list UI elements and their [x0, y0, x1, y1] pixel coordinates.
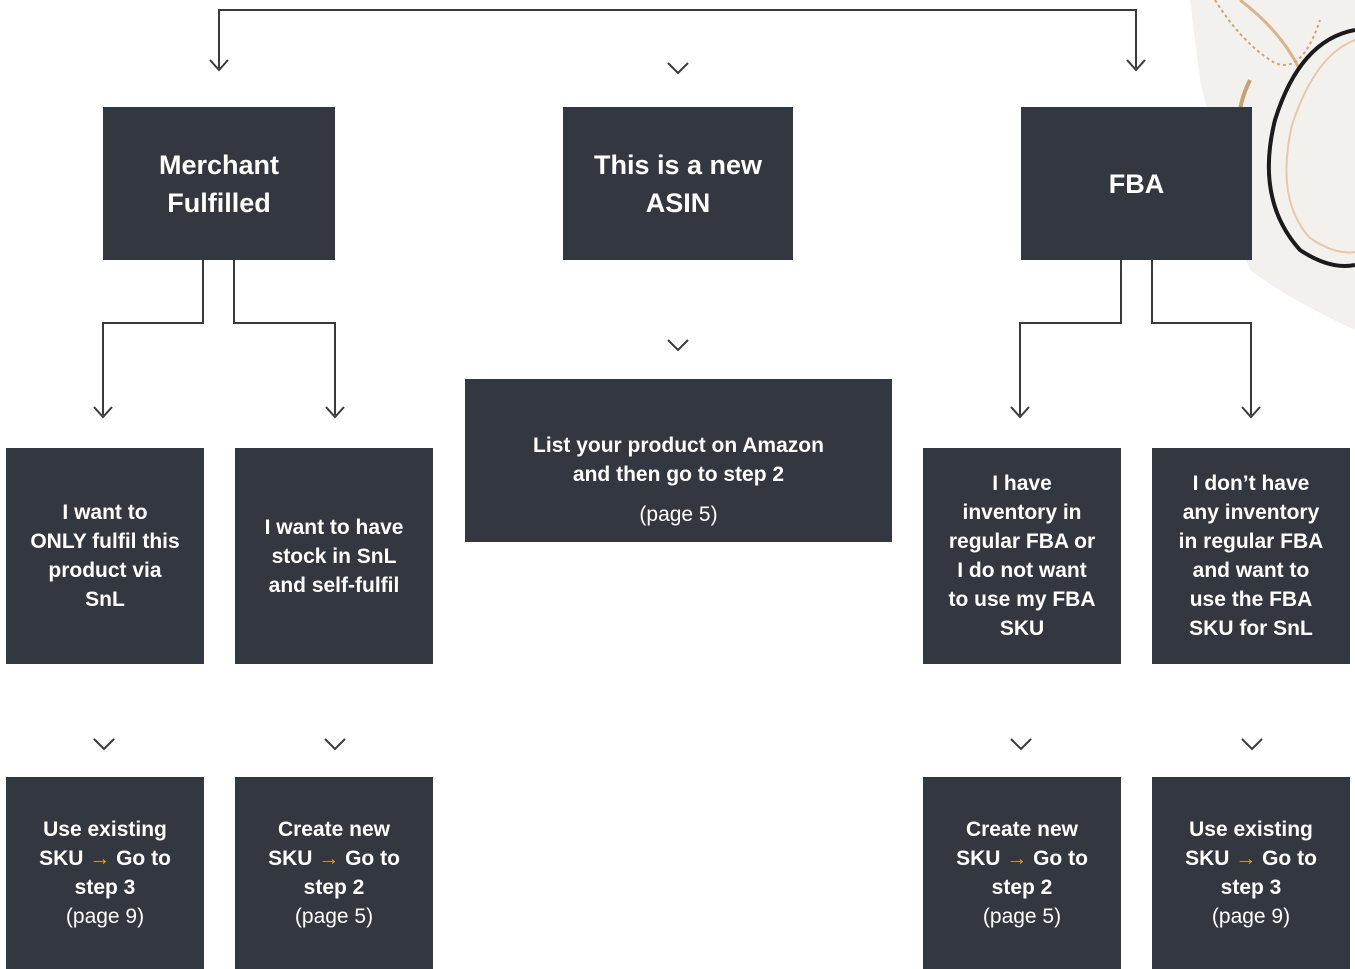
no-inventory-box: I don’t have any inventory in regular FB… — [1152, 448, 1350, 664]
list-product-label: List your product on Amazon and then go … — [533, 434, 824, 486]
step-line-3: step 3 — [1220, 876, 1282, 899]
step-line-3: step 3 — [74, 876, 136, 899]
page-ref: (page 5) — [982, 905, 1062, 928]
create-new-sku-box-fba: Create new SKU → Go to step 2 (page 5) — [923, 777, 1121, 969]
page-ref: (page 5) — [294, 905, 374, 928]
use-existing-sku-box-merchant: Use existing SKU → Go to step 3 (page 9) — [6, 777, 204, 969]
merchant-fulfilled-box: Merchant Fulfilled — [103, 107, 335, 260]
go-to-text: Go to — [345, 847, 400, 870]
list-product-page: (page 5) — [639, 503, 718, 526]
step-line-1: Create new — [277, 818, 391, 841]
go-to-text: Go to — [1033, 847, 1088, 870]
chevron-down-icon — [93, 62, 1263, 751]
fba-label: FBA — [1108, 168, 1165, 199]
sku-text: SKU — [39, 847, 84, 870]
fba-box: FBA — [1021, 107, 1252, 260]
only-snl-box: I want to ONLY fulfil this product via S… — [6, 448, 204, 664]
arrow-right-icon: → — [318, 847, 340, 870]
merchant-fulfilled-label: Merchant Fulfilled — [158, 149, 280, 218]
new-asin-label: This is a new ASIN — [593, 149, 763, 218]
stock-snl-box: I want to have stock in SnL and self-ful… — [235, 448, 433, 664]
arrow-right-icon: → — [89, 847, 111, 870]
go-to-text: Go to — [116, 847, 171, 870]
step-line-1: Create new — [965, 818, 1079, 841]
no-inventory-label: I don’t have any inventory in regular FB… — [1178, 472, 1324, 640]
page-ref: (page 9) — [65, 905, 145, 928]
use-existing-sku-box-fba: Use existing SKU → Go to step 3 (page 9) — [1152, 777, 1350, 969]
have-inventory-label: I have inventory in regular FBA or I do … — [948, 472, 1096, 640]
step-line-1: Use existing — [1189, 818, 1313, 841]
go-to-text: Go to — [1262, 847, 1317, 870]
create-new-sku-box-merchant: Create new SKU → Go to step 2 (page 5) — [235, 777, 433, 969]
arrow-right-icon: → — [1006, 847, 1028, 870]
step-line-3: step 2 — [991, 876, 1053, 899]
arrow-right-icon: → — [1235, 847, 1257, 870]
stock-snl-label: I want to have stock in SnL and self-ful… — [264, 515, 404, 597]
step-line-1: Use existing — [43, 818, 167, 841]
page-ref: (page 9) — [1211, 905, 1291, 928]
step-line-3: step 2 — [303, 876, 365, 899]
have-inventory-box: I have inventory in regular FBA or I do … — [923, 448, 1121, 664]
only-snl-label: I want to ONLY fulfil this product via S… — [30, 501, 180, 611]
new-asin-box: This is a new ASIN — [563, 107, 793, 260]
sku-text: SKU — [956, 847, 1001, 870]
sku-text: SKU — [268, 847, 313, 870]
list-product-box: List your product on Amazon and then go … — [465, 379, 892, 542]
sku-text: SKU — [1185, 847, 1230, 870]
